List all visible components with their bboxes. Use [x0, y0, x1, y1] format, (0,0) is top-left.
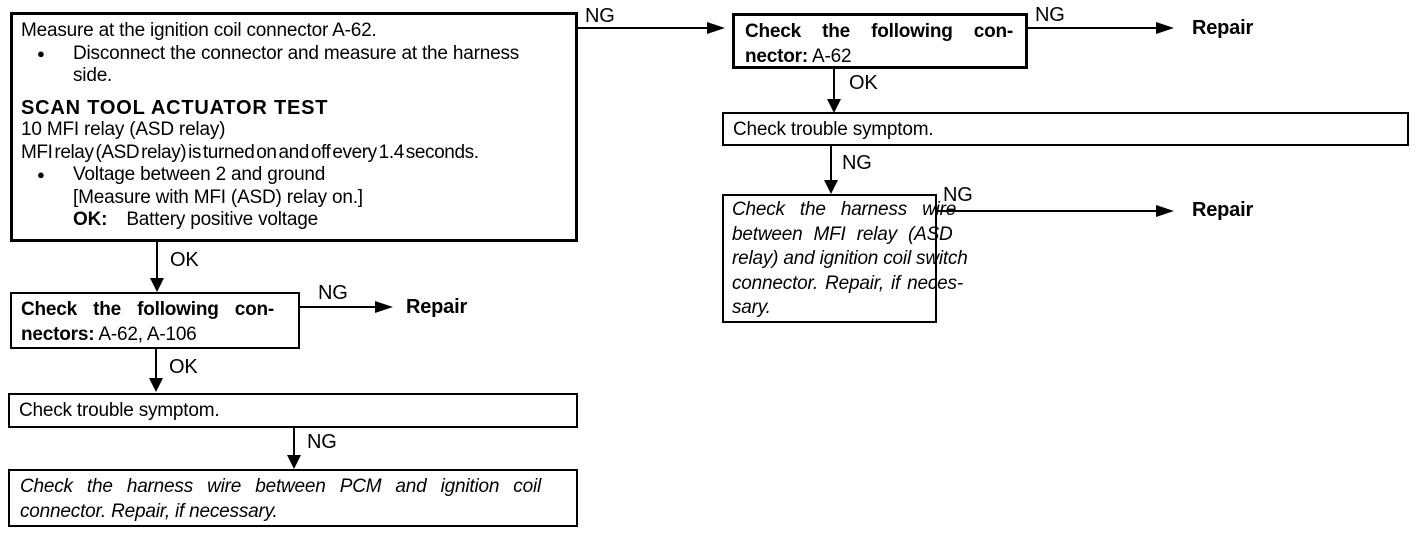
arrow-right-icon — [1156, 22, 1174, 34]
ng-label: NG — [318, 282, 348, 304]
step-text: MFI relay (ASD relay) is turned on and o… — [21, 141, 479, 163]
step-text: side. — [73, 65, 113, 86]
connector-line — [293, 428, 295, 456]
step-box-check-connector-a62: Check the following con- nector: A-62 — [732, 13, 1028, 69]
step-text: nector: — [745, 46, 808, 67]
step-text: Check the following con- — [745, 21, 1014, 42]
step-text: Check the harness wire — [732, 199, 957, 220]
ok-label: OK — [170, 249, 199, 271]
step-text: sary. — [732, 297, 771, 319]
step-text: Check the harness wire between PCM and i… — [20, 476, 542, 497]
connector-id: A-62 — [812, 46, 852, 67]
scan-tool-heading: SCAN TOOL ACTUATOR TEST — [21, 96, 329, 119]
step-text: Check the following con- — [21, 299, 275, 320]
connector-line — [936, 210, 1156, 212]
step-box-check-harness-mfi-relay: Check the harness wire between MFI relay… — [722, 194, 968, 323]
connector-line — [1028, 27, 1156, 29]
arrow-right-icon — [1156, 205, 1174, 217]
step-text: nectors: — [21, 324, 95, 345]
step-text: connector. Repair, if necessary. — [20, 501, 278, 522]
step-text: between MFI relay (ASD — [732, 223, 953, 245]
connector-line — [833, 69, 835, 100]
arrow-right-icon — [707, 22, 725, 34]
step-text: Measure at the ignition coil connector A… — [21, 20, 377, 41]
repair-label: Repair — [1192, 17, 1254, 39]
step-text: connector. Repair, if neces- — [732, 272, 963, 294]
ng-label: NG — [307, 431, 337, 453]
connector-line — [156, 242, 158, 278]
connector-line — [577, 27, 707, 29]
arrow-down-icon — [824, 180, 838, 194]
step-text: relay) and ignition coil switch — [732, 248, 968, 270]
bullet-icon: ● — [37, 45, 45, 61]
step-box-measure-ignition-coil: Measure at the ignition coil connector A… — [10, 12, 578, 242]
ok-label: OK — [169, 356, 198, 378]
bullet-icon: ● — [37, 167, 45, 182]
arrow-down-icon — [287, 455, 301, 469]
step-text: Check trouble symptom. — [19, 400, 220, 421]
ng-label: NG — [842, 152, 872, 174]
arrow-down-icon — [827, 99, 841, 113]
arrow-down-icon — [149, 378, 163, 392]
arrow-down-icon — [150, 278, 164, 292]
step-text: [Measure with MFI (ASD) relay on.] — [73, 186, 363, 208]
step-text: 10 MFI relay (ASD relay) — [21, 119, 226, 140]
step-text: Disconnect the connector and measure at … — [73, 42, 520, 64]
connector-line — [830, 146, 832, 181]
ok-result-value: Battery positive voltage — [126, 209, 318, 230]
connector-line — [155, 349, 157, 379]
step-text: Voltage between 2 and ground — [73, 164, 326, 185]
repair-label: Repair — [1192, 199, 1254, 221]
step-box-check-harness-pcm: Check the harness wire between PCM and i… — [8, 469, 578, 527]
step-box-check-trouble-symptom-left: Check trouble symptom. — [8, 393, 578, 428]
connector-line — [300, 306, 375, 308]
repair-label: Repair — [406, 296, 468, 318]
step-text: Check trouble symptom. — [733, 119, 934, 140]
ok-label: OK — [849, 72, 878, 94]
ng-label: NG — [585, 5, 615, 27]
ok-result-label: OK: — [73, 209, 108, 230]
step-box-check-connectors-a62-a106: Check the following con- nectors: A-62, … — [10, 292, 300, 349]
arrow-right-icon — [375, 301, 393, 313]
step-box-check-trouble-symptom-right: Check trouble symptom. — [722, 112, 1409, 146]
ng-label: NG — [1035, 4, 1065, 26]
ng-label: NG — [943, 184, 973, 206]
connector-ids: A-62, A-106 — [98, 324, 197, 345]
